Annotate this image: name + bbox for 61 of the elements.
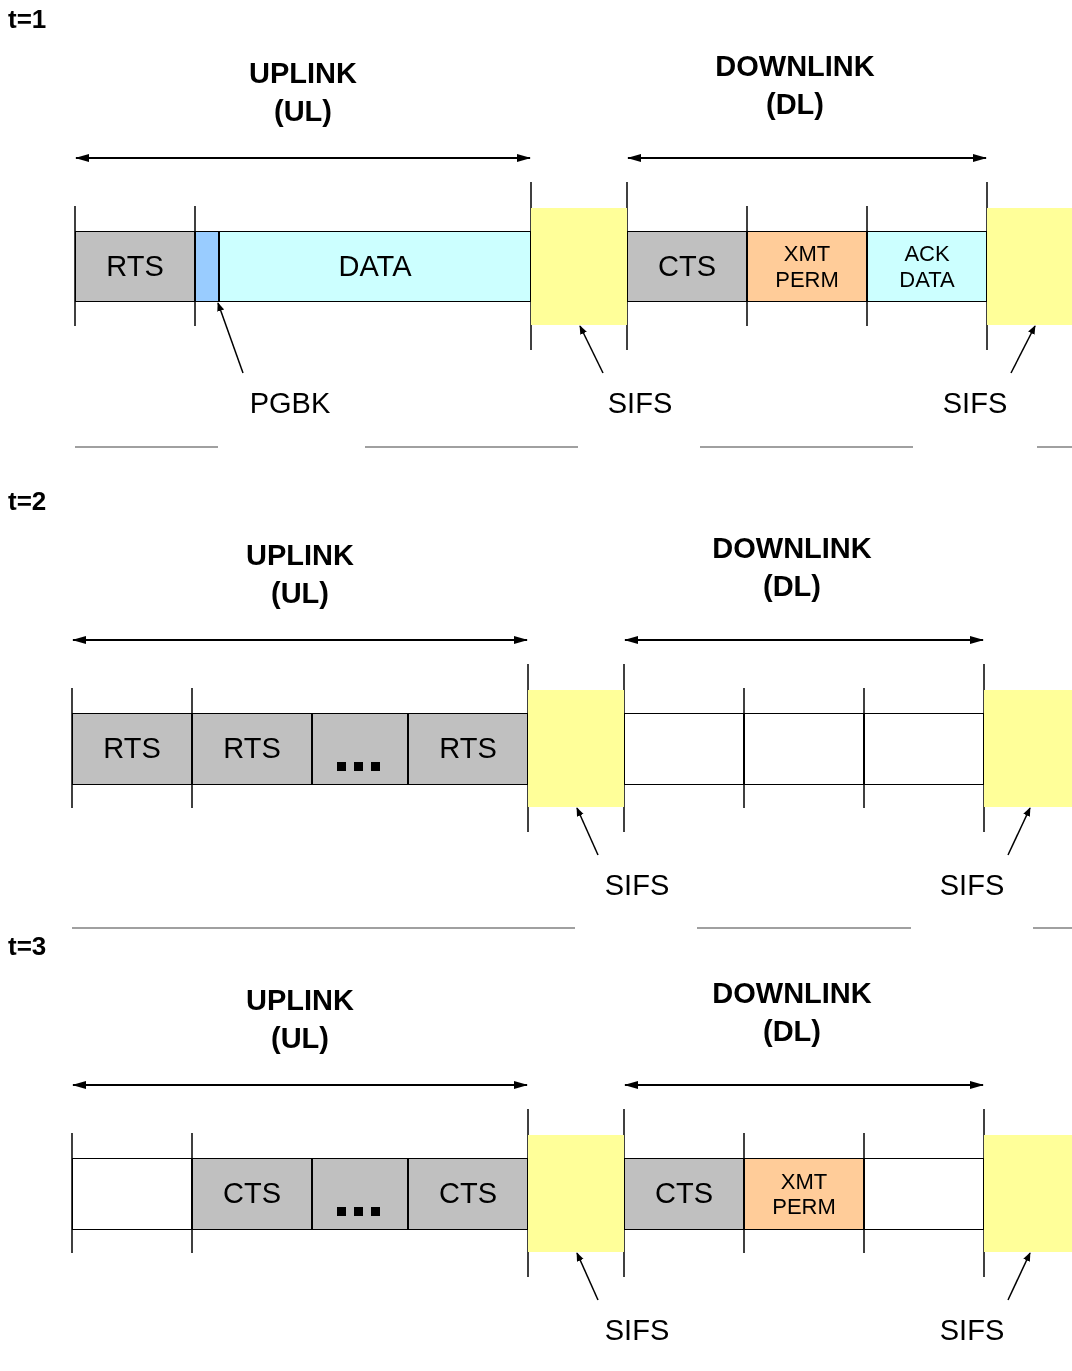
frame-box	[72, 1158, 192, 1230]
leader-arrow	[1007, 1252, 1031, 1301]
frame-box	[312, 1158, 408, 1230]
frame-box	[75, 231, 195, 302]
time-label: t=1	[8, 3, 47, 36]
leader-label: SIFS	[927, 1300, 1017, 1347]
frame-label: RTS	[103, 732, 161, 766]
frame-box	[195, 231, 219, 302]
interframe-space-block	[987, 208, 1072, 325]
interframe-space-block	[528, 690, 624, 807]
leader-label: SIFS	[592, 855, 682, 902]
frame-label: CTS	[223, 1177, 281, 1211]
leader-arrow	[579, 325, 604, 374]
frame-box	[747, 231, 867, 302]
frame-label: XMT PERM	[775, 241, 839, 292]
leader-label: PGBK	[235, 373, 345, 420]
interframe-space-block	[984, 1135, 1072, 1252]
leader-arrow	[1010, 325, 1036, 374]
frame-box	[624, 713, 744, 785]
interframe-space-block	[531, 208, 627, 325]
frame-box	[192, 1158, 312, 1230]
frame-box	[72, 713, 192, 785]
frame-label: CTS	[655, 1177, 713, 1211]
leader-label: SIFS	[592, 1300, 682, 1347]
frame-label: ACK DATA	[899, 241, 955, 292]
frame-box	[864, 1158, 984, 1230]
frame-box	[312, 713, 408, 785]
frame-box	[867, 231, 987, 302]
section-heading: DOWNLINK (DL)	[712, 976, 872, 1049]
frame-label: RTS	[106, 249, 164, 284]
leader-label: SIFS	[930, 373, 1020, 420]
section-heading: UPLINK (UL)	[246, 538, 354, 611]
frame-box	[744, 1158, 864, 1230]
leader-arrow	[1007, 807, 1031, 856]
frame-label: CTS	[439, 1177, 497, 1211]
frame-box	[408, 713, 528, 785]
frame-label: CTS	[658, 249, 716, 284]
frame-box	[219, 231, 531, 302]
frame-label: DATA	[338, 249, 412, 284]
frame-box	[192, 713, 312, 785]
section-heading: DOWNLINK (DL)	[712, 531, 872, 604]
frame-box	[627, 231, 747, 302]
time-label: t=3	[8, 930, 47, 963]
leader-label: SIFS	[927, 855, 1017, 902]
interframe-space-block	[528, 1135, 624, 1252]
section-heading: DOWNLINK (DL)	[715, 49, 875, 122]
frame-label: RTS	[439, 732, 497, 766]
leader-label: SIFS	[595, 373, 685, 420]
leader-arrow	[576, 807, 599, 856]
leader-arrow	[217, 302, 244, 374]
frame-box	[744, 713, 864, 785]
section-heading: UPLINK (UL)	[249, 56, 357, 129]
frame-box	[624, 1158, 744, 1230]
frame-label: XMT PERM	[772, 1168, 836, 1220]
time-label: t=2	[8, 485, 47, 518]
frame-box	[864, 713, 984, 785]
frame-box	[408, 1158, 528, 1230]
frame-label: RTS	[223, 732, 281, 766]
leader-arrow	[576, 1252, 599, 1301]
section-heading: UPLINK (UL)	[246, 983, 354, 1056]
interframe-space-block	[984, 690, 1072, 807]
